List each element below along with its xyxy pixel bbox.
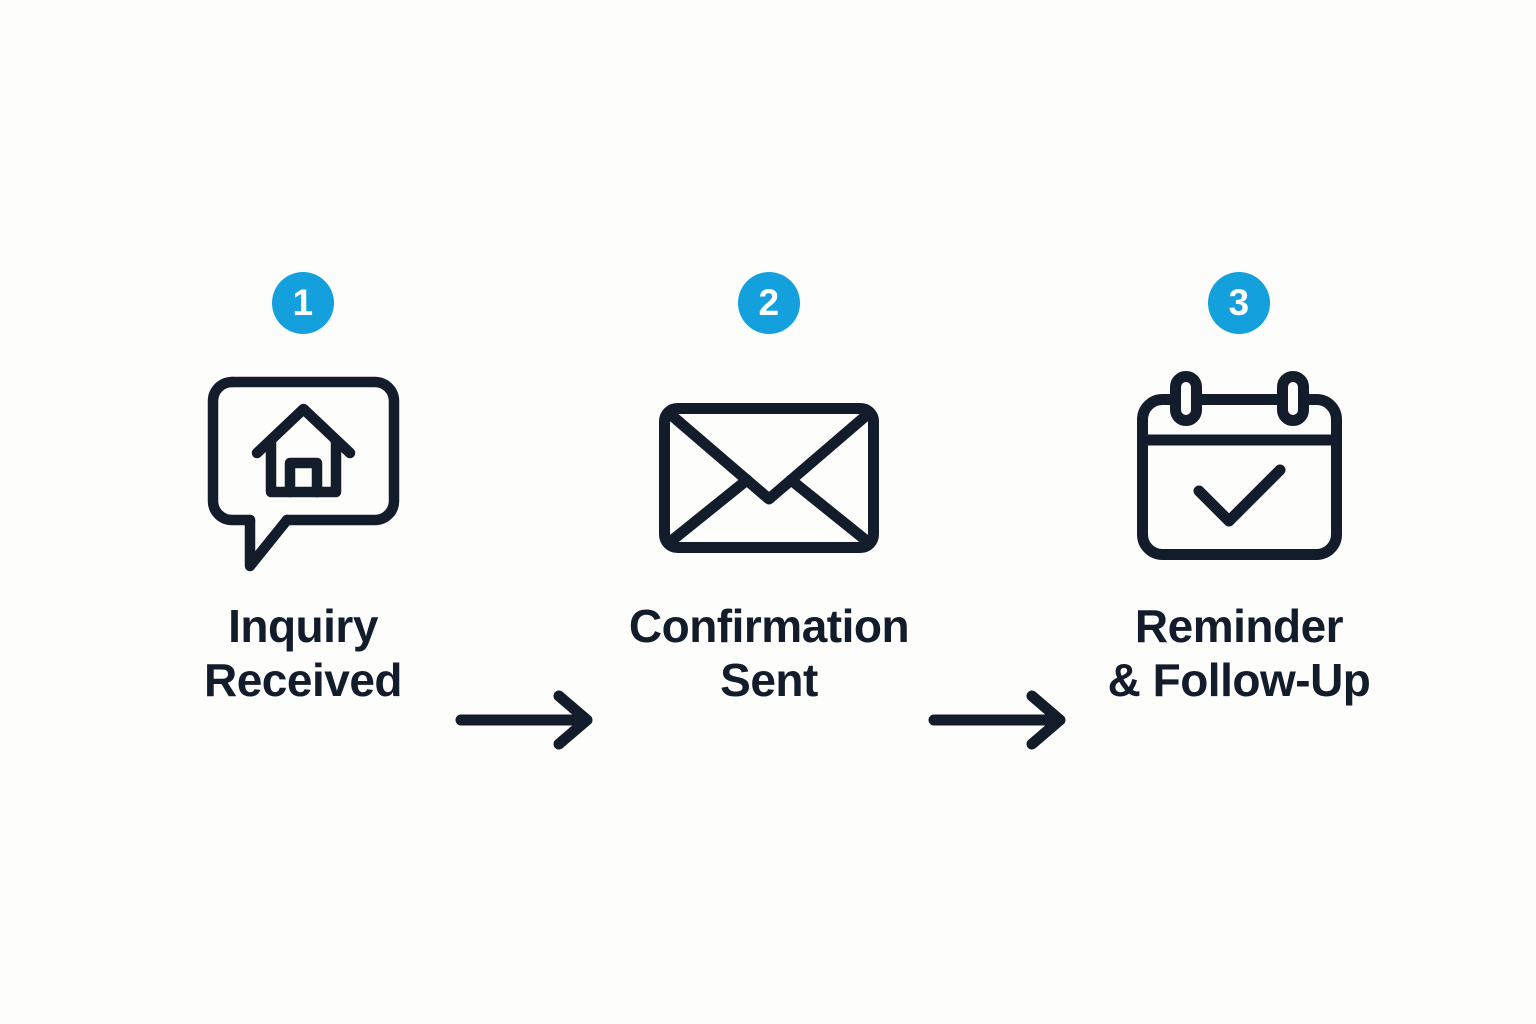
connector-1	[455, 688, 605, 752]
step-label-line: Confirmation	[628, 600, 910, 652]
step-number-label: 1	[292, 281, 314, 323]
step-label-line: & Follow-Up	[1107, 653, 1371, 706]
calendar-check-icon	[1136, 371, 1342, 560]
step-icon-2	[654, 370, 884, 585]
step-number-label: 2	[758, 281, 780, 323]
process-flow: 1 Inquiry Recei	[0, 248, 1536, 750]
step-label-line: Reminder	[1134, 600, 1344, 652]
step-label-3: Reminder & Follow-Up	[1069, 600, 1409, 708]
step-icon-1	[188, 370, 418, 585]
step-number-badge-1: 1	[272, 272, 334, 334]
step-label-line: Sent	[720, 653, 818, 706]
speech-bubble-house-icon	[207, 376, 399, 572]
step-label-2: Confirmation Sent	[599, 600, 939, 708]
process-step-3[interactable]: 3 Reminder & Follow-Up	[1089, 248, 1389, 728]
step-number-badge-2: 2	[738, 272, 800, 334]
connector-2	[928, 688, 1078, 752]
process-step-1[interactable]: 1 Inquiry Recei	[153, 248, 453, 728]
step-number-badge-3: 3	[1208, 272, 1270, 334]
arrow-right-icon	[928, 690, 1066, 750]
arrow-right-icon	[455, 690, 593, 750]
step-number-label: 3	[1228, 281, 1250, 323]
step-label-line: Received	[203, 653, 403, 706]
step-label-line: Inquiry	[228, 600, 378, 652]
envelope-icon	[659, 402, 879, 553]
step-icon-3	[1124, 370, 1354, 585]
process-step-2[interactable]: 2 Confirmation Sent	[619, 248, 919, 728]
step-label-1: Inquiry Received	[133, 600, 473, 708]
